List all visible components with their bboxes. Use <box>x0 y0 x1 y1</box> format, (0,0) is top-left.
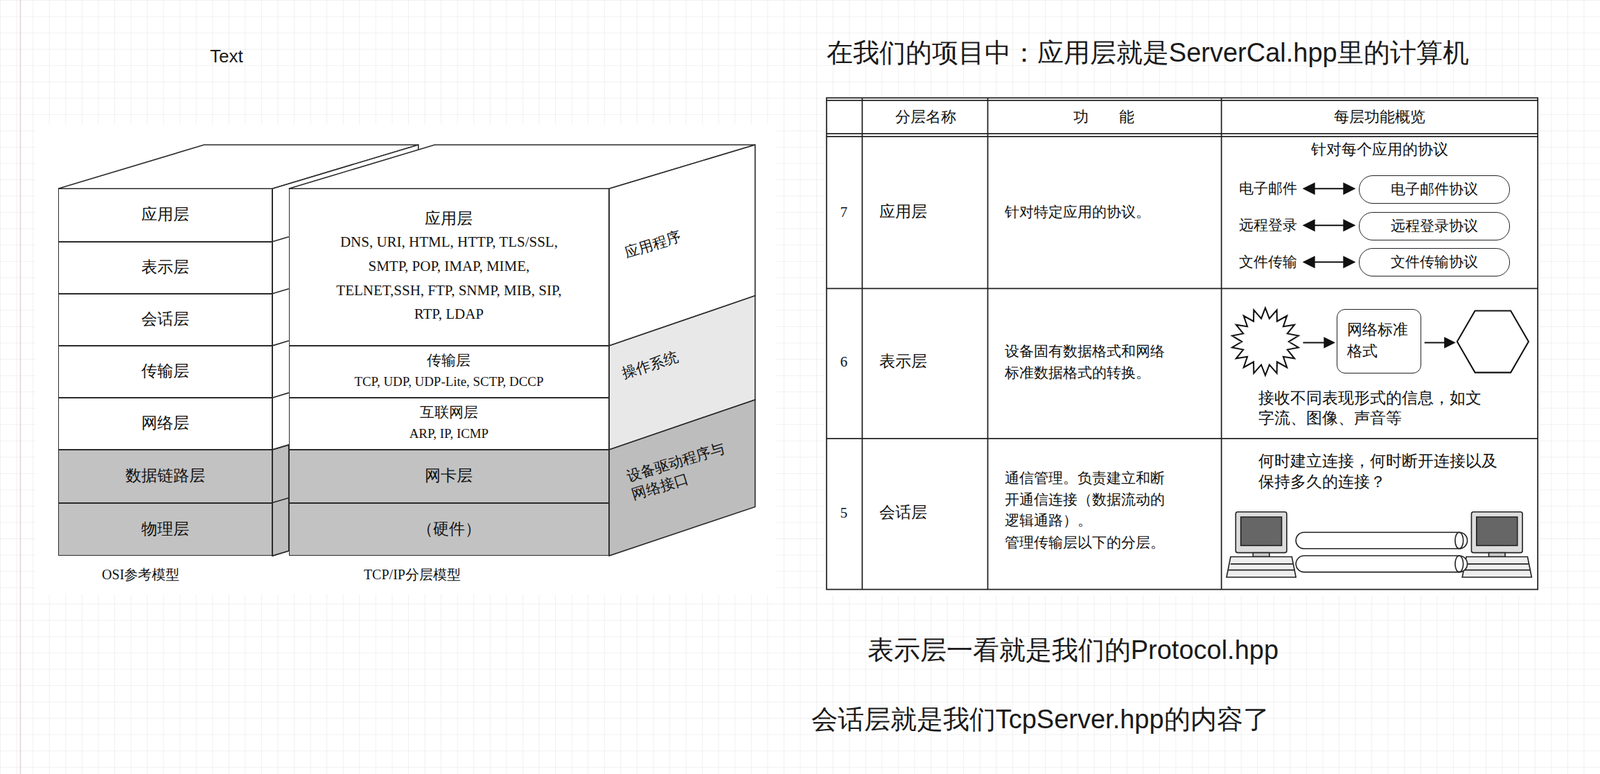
overview-text: 接收不同表现形式的信息，如文字流、图像、声音等 <box>1258 387 1487 428</box>
layer-title: 网卡层 <box>424 464 473 488</box>
double-arrow <box>1304 183 1355 268</box>
layer-title: 表示层 <box>141 256 190 279</box>
layer-title: 互联网层 <box>419 402 479 423</box>
table-ground <box>824 95 1540 596</box>
function-text: 管理传输层以下的分层。 <box>1004 532 1168 553</box>
osi-layer: 数据链路层 <box>58 449 273 504</box>
layer-title: 远程登录协议 <box>1390 216 1479 237</box>
application-name: 电子邮件 <box>1238 179 1298 198</box>
layer-number: 6 <box>840 352 849 371</box>
connection-pipe <box>1295 532 1467 572</box>
osi-layer: 表示层 <box>58 241 273 294</box>
layer-blocks-3d <box>58 144 756 556</box>
osi-layer: 应用层 <box>58 188 273 242</box>
function-text: 设备固有数据格式和网络标准数据格式的转换。 <box>1004 340 1168 384</box>
table-header: 功 能 <box>1073 107 1135 127</box>
handwritten-title: 在我们的项目中：应用层就是ServerCal.hpp里的计算机 <box>826 36 1470 70</box>
layer-name: 应用层 <box>879 202 928 223</box>
side-face-label: 应用程序 <box>622 227 684 262</box>
protocol-box: 电子邮件协议 <box>1358 175 1510 204</box>
hexagon-symbol <box>1457 310 1529 373</box>
protocol-box: 文件传输协议 <box>1358 248 1510 277</box>
protocol-list: TCP, UDP, UDP-Lite, SCTP, DCCP <box>354 370 544 393</box>
function-text: 通信管理。负责建立和断开通信连接（数据流动的逻辑通路）。 <box>1004 467 1168 531</box>
tcpip-layer: 传输层TCP, UDP, UDP-Lite, SCTP, DCCP <box>288 345 610 398</box>
tcpip-layer: 互联网层ARP, IP, ICMP <box>288 397 610 450</box>
corner-note: Text <box>209 45 244 68</box>
tcpip-layer: （硬件） <box>288 503 610 557</box>
format-box: 网络标准格式 <box>1336 309 1422 374</box>
tcpip-layer: 应用层DNS, URI, HTML, HTTP, TLS/SSL, SMTP, … <box>288 188 610 346</box>
application-name: 文件传输 <box>1238 252 1298 271</box>
layer-title: 应用层 <box>424 207 473 231</box>
overview-text: 针对每个应用的协议 <box>1311 140 1449 161</box>
figure-caption: TCP/IP分层模型 <box>363 565 461 583</box>
osi-layer: 网络层 <box>58 397 273 450</box>
layer-name: 表示层 <box>879 352 928 373</box>
osi-layer: 会话层 <box>58 293 273 346</box>
protocol-list: DNS, URI, HTML, HTTP, TLS/SSL, SMTP, POP… <box>334 230 564 327</box>
protocol-list: ARP, IP, ICMP <box>409 422 489 445</box>
layer-title: 网络层 <box>141 412 190 435</box>
figure-caption: OSI参考模型 <box>101 565 180 583</box>
layer-title: 数据链路层 <box>125 464 206 488</box>
margin-line <box>20 0 21 774</box>
handwritten-note: 表示层一看就是我们的Protocol.hpp <box>867 634 1279 668</box>
layer-number: 5 <box>840 503 849 522</box>
side-face-label: 设备驱动程序与网络接口 <box>624 437 738 505</box>
protocol-box: 远程登录协议 <box>1358 212 1510 241</box>
osi-layer: 物理层 <box>58 503 273 557</box>
table-header: 分层名称 <box>895 107 957 127</box>
handwritten-note: 会话层就是我们TcpServer.hpp的内容了 <box>811 703 1270 737</box>
table-grid <box>826 97 1538 589</box>
layer-title: 电子邮件协议 <box>1390 179 1479 200</box>
layer-title: 应用层 <box>141 203 190 226</box>
function-text: 针对特定应用的协议。 <box>1004 203 1151 222</box>
layer-title: 传输层 <box>426 350 471 371</box>
computer-icon <box>1226 512 1532 578</box>
layer-name: 会话层 <box>879 503 928 524</box>
layer-title: 文件传输协议 <box>1390 252 1479 273</box>
layer-title: 网络标准格式 <box>1347 319 1411 363</box>
overview-text: 何时建立连接，何时断开连接以及保持多久的连接？ <box>1258 451 1503 493</box>
table-header: 每层功能概览 <box>1333 107 1426 127</box>
tcpip-layer: 网卡层 <box>288 449 610 504</box>
starburst-symbol <box>1232 307 1299 375</box>
osi-layer: 传输层 <box>58 345 273 398</box>
application-name: 远程登录 <box>1238 216 1298 235</box>
figure-ground <box>36 124 777 595</box>
side-face-label: 操作系统 <box>619 347 681 383</box>
layer-number: 7 <box>840 203 849 222</box>
layer-title: （硬件） <box>417 518 481 541</box>
layer-title: 传输层 <box>141 360 190 383</box>
layer-title: 物理层 <box>141 518 190 541</box>
layer-title: 会话层 <box>141 308 190 331</box>
